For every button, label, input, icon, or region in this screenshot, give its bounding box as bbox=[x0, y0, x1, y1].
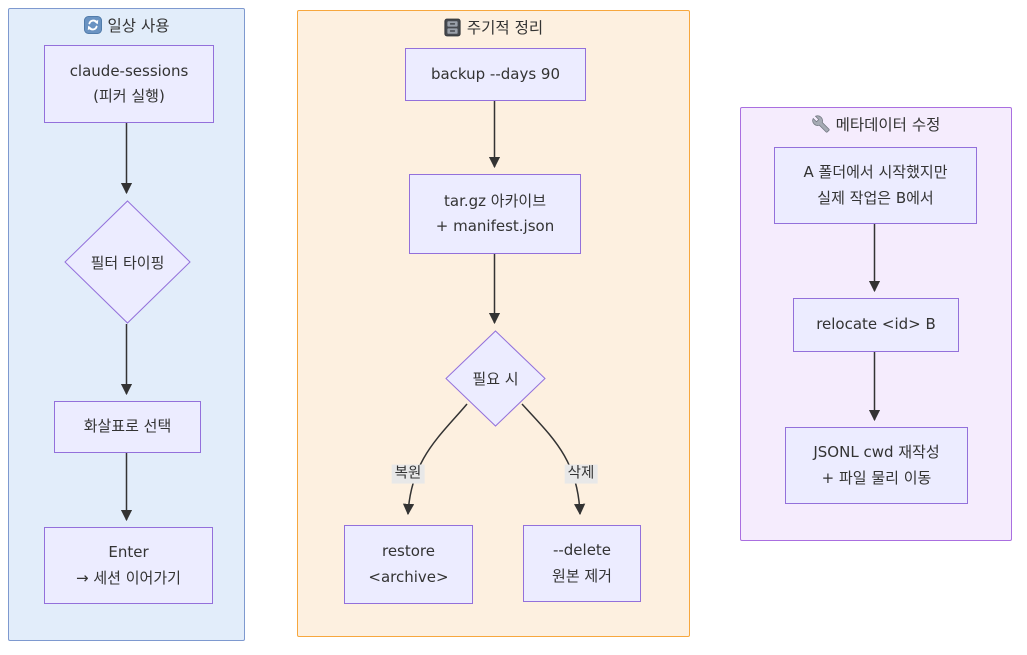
panel-cleanup-title: 주기적 정리 bbox=[298, 16, 689, 38]
panel-daily-title: 일상 사용 bbox=[9, 14, 244, 36]
node-arrow-select: 화살표로 선택 bbox=[54, 401, 201, 453]
panel-periodic-cleanup: 주기적 정리 backup --days 90 tar.gz 아카이브 + ma… bbox=[297, 10, 690, 637]
node-jsonl-rewrite: JSONL cwd 재작성 + 파일 물리 이동 bbox=[785, 427, 968, 504]
node-backup-command: backup --days 90 bbox=[405, 48, 586, 101]
node-restore-archive: restore <archive> bbox=[344, 525, 473, 604]
edge-label-restore: 복원 bbox=[391, 464, 425, 484]
node-filter-typing-label: 필터 타이핑 bbox=[90, 253, 165, 272]
node-when-needed-label: 필요 시 bbox=[472, 370, 519, 388]
refresh-icon bbox=[83, 16, 102, 34]
panel-daily-use: 일상 사용 claude-sessions (피커 실행) 필터 타이핑 화살표… bbox=[8, 8, 245, 641]
node-when-needed-decision: 필요 시 bbox=[445, 330, 546, 427]
edge-label-delete: 삭제 bbox=[564, 464, 598, 484]
node-relocate-command: relocate <id> B bbox=[793, 298, 959, 352]
panel-daily-title-text: 일상 사용 bbox=[107, 17, 170, 35]
node-folder-problem: A 폴더에서 시작했지만 실제 작업은 B에서 bbox=[774, 147, 977, 224]
node-targz-archive: tar.gz 아카이브 + manifest.json bbox=[409, 174, 581, 254]
panel-cleanup-title-text: 주기적 정리 bbox=[466, 19, 544, 37]
panel-metadata-title: 메타데이터 수정 bbox=[741, 113, 1011, 135]
cabinet-icon bbox=[444, 18, 461, 37]
panel-metadata-edit: 메타데이터 수정 A 폴더에서 시작했지만 실제 작업은 B에서 relocat… bbox=[740, 107, 1012, 541]
node-enter-continue: Enter → 세션 이어가기 bbox=[44, 527, 213, 604]
node-filter-typing-decision: 필터 타이핑 bbox=[64, 200, 191, 324]
panel-metadata-title-text: 메타데이터 수정 bbox=[835, 116, 941, 134]
wrench-icon bbox=[811, 115, 830, 133]
node-delete-original: --delete 원본 제거 bbox=[523, 525, 641, 602]
node-claude-sessions: claude-sessions (피커 실행) bbox=[44, 45, 214, 123]
